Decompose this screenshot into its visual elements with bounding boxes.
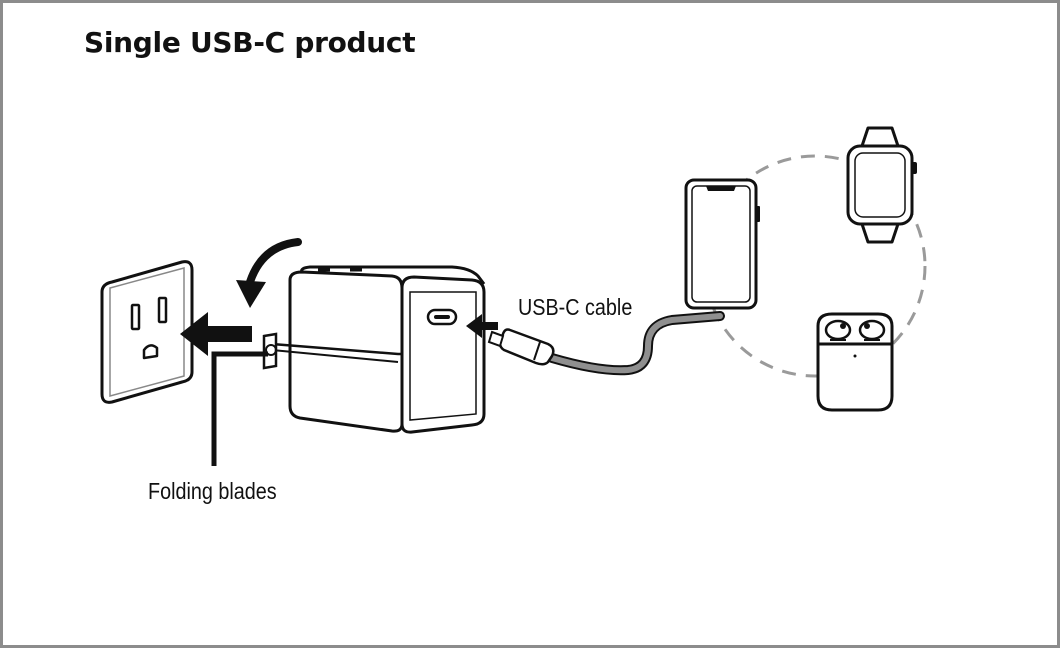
earbuds-case-icon	[816, 312, 894, 412]
usb-c-charger-icon	[262, 265, 486, 434]
wall-outlet-icon	[100, 260, 194, 404]
folding-blades-leader-line	[211, 351, 268, 466]
fold-rotation-arrow-icon	[236, 238, 302, 308]
smartwatch-icon	[846, 126, 917, 244]
plug-in-arrow-icon	[180, 312, 252, 356]
diagram-title: Single USB-C product	[84, 26, 416, 59]
folding-blades-label: Folding blades	[148, 478, 277, 504]
usb-c-cable-icon	[487, 311, 725, 376]
cable-insert-arrow-icon	[466, 314, 498, 338]
usb-c-cable-label: USB-C cable	[518, 294, 633, 320]
smartphone-icon	[684, 178, 760, 310]
